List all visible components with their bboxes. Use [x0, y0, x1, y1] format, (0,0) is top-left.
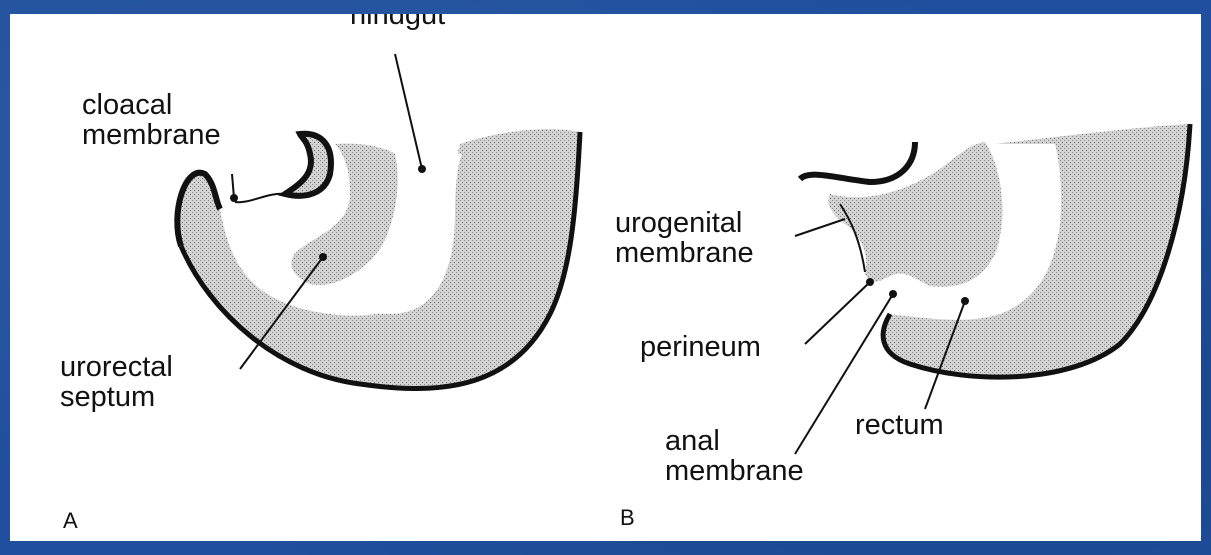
hindgut-pointer-dot	[418, 165, 426, 173]
panel-b-septum	[828, 142, 1002, 287]
panel-b-fold-outline	[800, 142, 915, 182]
urorectal-pointer-dot	[319, 253, 327, 261]
label-urogenital-membrane: urogenital membrane	[615, 208, 754, 268]
panel-label-a: A	[63, 508, 78, 534]
label-perineum: perineum	[640, 332, 761, 362]
panel-label-b: B	[620, 505, 635, 531]
hindgut-leader-line	[395, 54, 422, 169]
slide: hindgut cloacal membrane urorectal septu…	[10, 14, 1201, 541]
rectum-pointer-dot	[961, 297, 969, 305]
label-rectum: rectum	[855, 410, 944, 440]
label-hindgut: hindgut	[350, 14, 445, 30]
perineum-leader-line	[805, 282, 870, 344]
urogenital-leader-line	[795, 219, 845, 236]
panel-a-membrane-line	[235, 194, 285, 202]
panel-a-fold	[285, 134, 331, 196]
label-cloacal-membrane: cloacal membrane	[82, 90, 221, 150]
perineum-pointer-dot	[866, 278, 874, 286]
cloacal-pointer-dot	[230, 194, 238, 202]
anal-pointer-dot	[889, 290, 897, 298]
label-urorectal-septum: urorectal septum	[60, 352, 173, 412]
label-anal-membrane: anal membrane	[665, 426, 804, 486]
